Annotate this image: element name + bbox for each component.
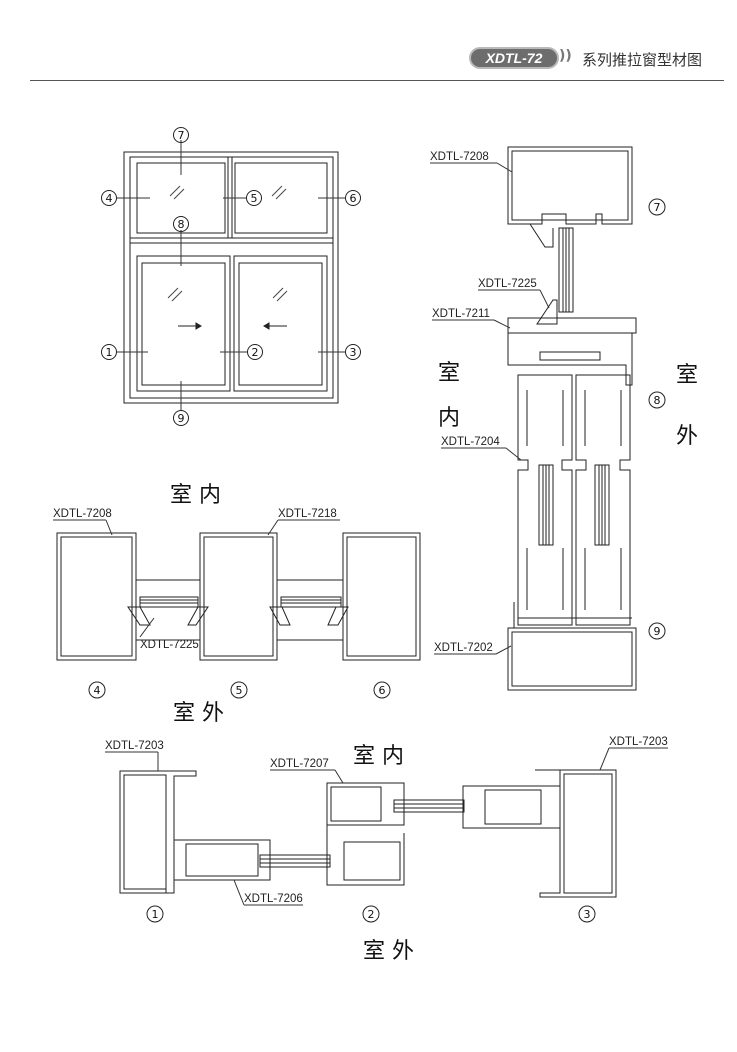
glass-bottom-right bbox=[393, 799, 465, 813]
svg-text:9: 9 bbox=[178, 412, 185, 425]
horizontal-section-bottom bbox=[105, 747, 668, 906]
profile-7207 bbox=[326, 782, 405, 826]
profile-7203-left bbox=[119, 770, 197, 894]
profile-7208-right bbox=[342, 532, 421, 661]
bottom-outdoor-text: 室 外 bbox=[363, 939, 414, 964]
callout-6-top: 6 bbox=[345, 190, 361, 206]
right-sash bbox=[233, 255, 328, 392]
indoor-char-1: 室 bbox=[438, 361, 460, 386]
profile-7218 bbox=[199, 532, 278, 661]
svg-text:5: 5 bbox=[236, 684, 243, 697]
svg-text:7: 7 bbox=[178, 129, 185, 142]
header-arrows: )) bbox=[559, 48, 572, 64]
callout-6-mid: 6 bbox=[373, 681, 391, 699]
callout-8-right: 8 bbox=[648, 391, 666, 409]
callout-8-top: 8 bbox=[173, 216, 189, 232]
callout-3-top: 3 bbox=[345, 344, 361, 360]
callout-5-top: 5 bbox=[246, 190, 262, 206]
callout-4-top: 4 bbox=[101, 190, 117, 206]
svg-text:1: 1 bbox=[106, 346, 113, 359]
callout-2-bottom: 2 bbox=[362, 905, 380, 923]
indoor-char-2: 内 bbox=[438, 406, 460, 431]
profile-7208-vertical bbox=[507, 146, 633, 225]
svg-text:6: 6 bbox=[379, 684, 386, 697]
callout-7-top: 7 bbox=[173, 127, 189, 143]
svg-text:3: 3 bbox=[350, 346, 357, 359]
profile-7204-left bbox=[517, 374, 573, 626]
svg-text:7: 7 bbox=[654, 201, 661, 214]
svg-text:8: 8 bbox=[178, 218, 185, 231]
profile-7204-right bbox=[575, 374, 631, 626]
callout-7-right: 7 bbox=[648, 198, 666, 216]
profile-7206 bbox=[173, 839, 271, 881]
svg-text:6: 6 bbox=[350, 192, 357, 205]
label-xdtl-7218: XDTL-7218 bbox=[278, 508, 337, 520]
vertical-section bbox=[430, 146, 637, 691]
label-xdtl-7225-left: XDTL-7225 bbox=[140, 639, 199, 651]
label-xdtl-7204: XDTL-7204 bbox=[441, 436, 500, 448]
callout-1-top: 1 bbox=[101, 344, 117, 360]
callout-9-right: 9 bbox=[648, 622, 666, 640]
bottom-indoor-text: 室 内 bbox=[353, 744, 404, 769]
callout-5-mid: 5 bbox=[230, 681, 248, 699]
profile-7208-left bbox=[56, 532, 137, 661]
svg-text:2: 2 bbox=[252, 346, 259, 359]
label-xdtl-7203-left: XDTL-7203 bbox=[105, 740, 164, 752]
svg-text:4: 4 bbox=[94, 684, 101, 697]
callout-4-mid: 4 bbox=[88, 681, 106, 699]
glass-bottom-left bbox=[259, 854, 331, 868]
horizontal-section-top bbox=[53, 519, 421, 661]
mid-outdoor-text: 室 外 bbox=[173, 701, 224, 726]
svg-text:5: 5 bbox=[251, 192, 258, 205]
svg-text:1: 1 bbox=[152, 908, 159, 921]
svg-text:4: 4 bbox=[106, 192, 113, 205]
profile-7202 bbox=[507, 627, 637, 691]
glass-hatch bbox=[167, 185, 288, 302]
slide-arrows bbox=[178, 322, 287, 330]
outer-frame bbox=[123, 151, 339, 404]
model-badge-text: XDTL-72 bbox=[485, 50, 543, 66]
label-xdtl-7208-left: XDTL-7208 bbox=[53, 508, 112, 520]
mid-indoor-text: 室 内 bbox=[170, 483, 221, 508]
callout-1-bottom: 1 bbox=[146, 905, 164, 923]
profile-7203-right bbox=[539, 769, 617, 898]
svg-text:3: 3 bbox=[584, 908, 591, 921]
top-right-light bbox=[234, 162, 328, 234]
left-sash bbox=[136, 255, 231, 392]
label-xdtl-7208-right: XDTL-7208 bbox=[430, 151, 489, 163]
callout-2-top: 2 bbox=[247, 344, 263, 360]
callout-9-top: 9 bbox=[173, 410, 189, 426]
profile-7211 bbox=[507, 317, 637, 386]
outdoor-char-2: 外 bbox=[676, 424, 698, 449]
header-subtitle: 系列推拉窗型材图 bbox=[582, 51, 703, 69]
label-xdtl-7206: XDTL-7206 bbox=[244, 893, 303, 905]
label-xdtl-7211: XDTL-7211 bbox=[432, 308, 490, 320]
profile-7225-vertical bbox=[536, 299, 558, 325]
label-xdtl-7207: XDTL-7207 bbox=[270, 758, 329, 770]
svg-text:2: 2 bbox=[368, 908, 375, 921]
label-xdtl-7202: XDTL-7202 bbox=[434, 642, 493, 654]
header-rule bbox=[30, 80, 724, 81]
window-elevation bbox=[117, 140, 345, 410]
svg-text:8: 8 bbox=[654, 394, 661, 407]
model-badge: XDTL-72 bbox=[469, 47, 559, 69]
label-xdtl-7203-right: XDTL-7203 bbox=[609, 736, 668, 748]
callout-3-bottom: 3 bbox=[578, 905, 596, 923]
label-xdtl-7225-right: XDTL-7225 bbox=[478, 278, 537, 290]
outdoor-char-1: 室 bbox=[676, 363, 698, 388]
profile-7206-right bbox=[462, 785, 561, 829]
svg-text:9: 9 bbox=[654, 625, 661, 638]
